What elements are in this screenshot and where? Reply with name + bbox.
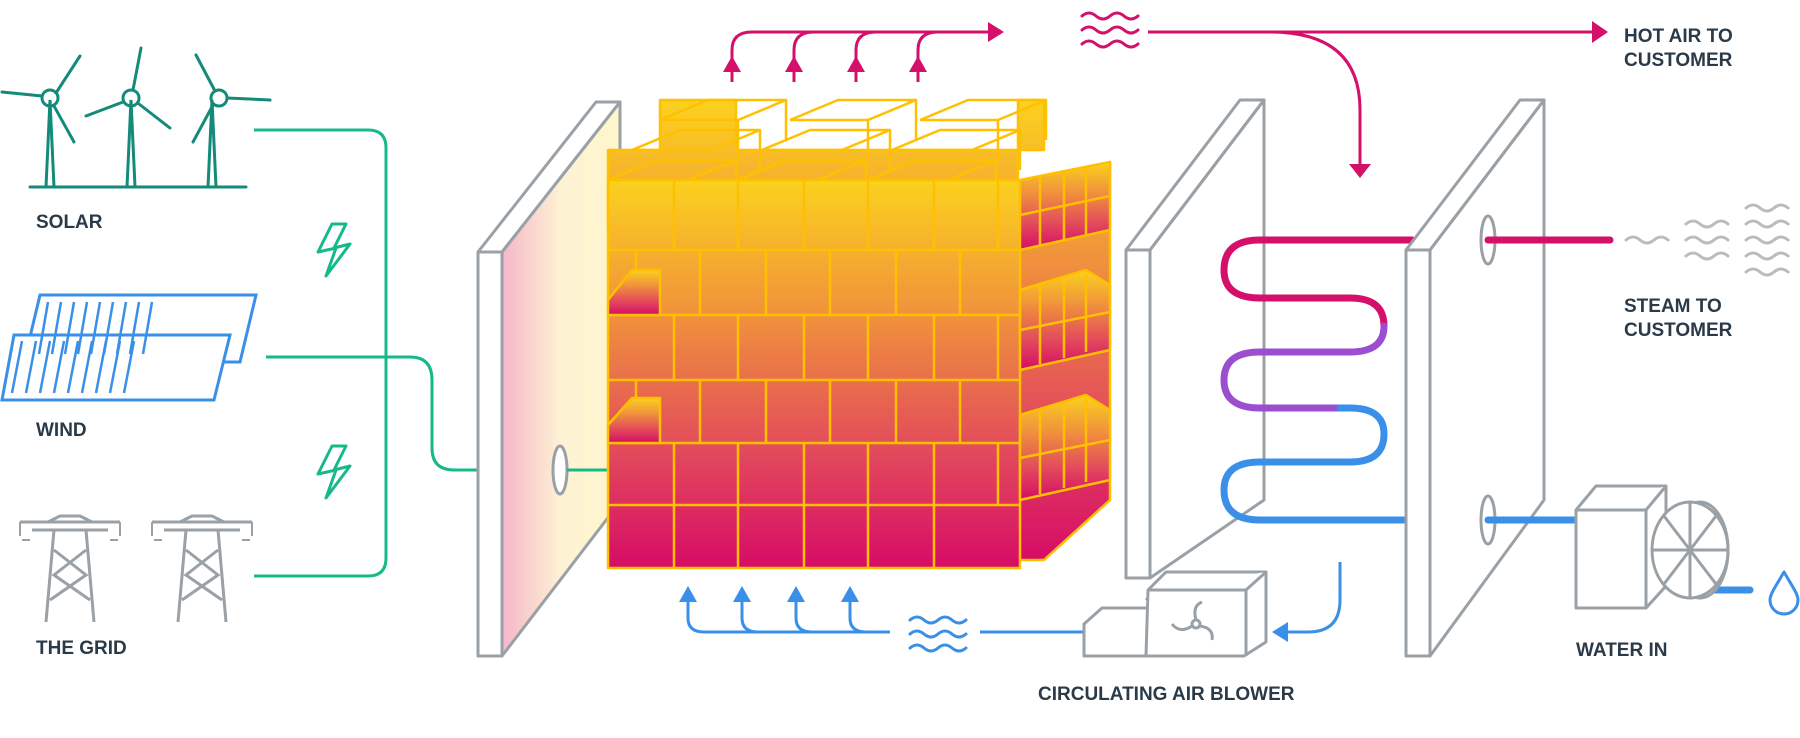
right-panel [1404, 98, 1546, 658]
solar-label: SOLAR [36, 212, 103, 233]
circulating-air-blower [1082, 570, 1268, 658]
steam-icon [1624, 203, 1790, 277]
solar-panel-icon [0, 293, 258, 402]
steam-label-line2: CUSTOMER [1624, 320, 1733, 341]
wind-turbine-icon [0, 54, 82, 189]
water-pump [1574, 484, 1730, 610]
heat-exchanger-coil [1220, 236, 1416, 524]
water-drop-icon [1768, 570, 1800, 616]
wind-label: WIND [36, 420, 87, 441]
steam-label-line1: STEAM TO [1624, 296, 1722, 317]
hot-air-label-line2: CUSTOMER [1624, 50, 1733, 71]
hot-air-label-line1: HOT AIR TO [1624, 26, 1733, 47]
wind-turbine-icon [84, 46, 172, 189]
water-in-label: WATER IN [1576, 640, 1667, 661]
lightning-bolt-icon [316, 444, 352, 500]
wind-turbine-icon [191, 53, 272, 189]
heat-wave-icon [908, 615, 968, 653]
heat-wave-icon [1080, 11, 1140, 49]
thermal-storage-stack [606, 98, 1112, 570]
blower-label: CIRCULATING AIR BLOWER [1038, 684, 1295, 705]
hot-air-arrowheads [723, 21, 1608, 178]
lightning-bolt-icon [316, 222, 352, 278]
grid-label: THE GRID [36, 638, 127, 659]
transmission-tower-icon [19, 514, 121, 623]
solar-source [0, 46, 272, 189]
power-lines [254, 128, 480, 578]
fan-icon [1170, 600, 1214, 641]
return-air-flow [686, 562, 1342, 634]
return-air-arrowheads [679, 586, 1288, 642]
heater-panel [476, 100, 622, 658]
transmission-tower-icon [151, 514, 253, 623]
middle-panel [1124, 98, 1266, 580]
grid-source [19, 514, 253, 623]
hot-air-flow [730, 30, 1595, 168]
